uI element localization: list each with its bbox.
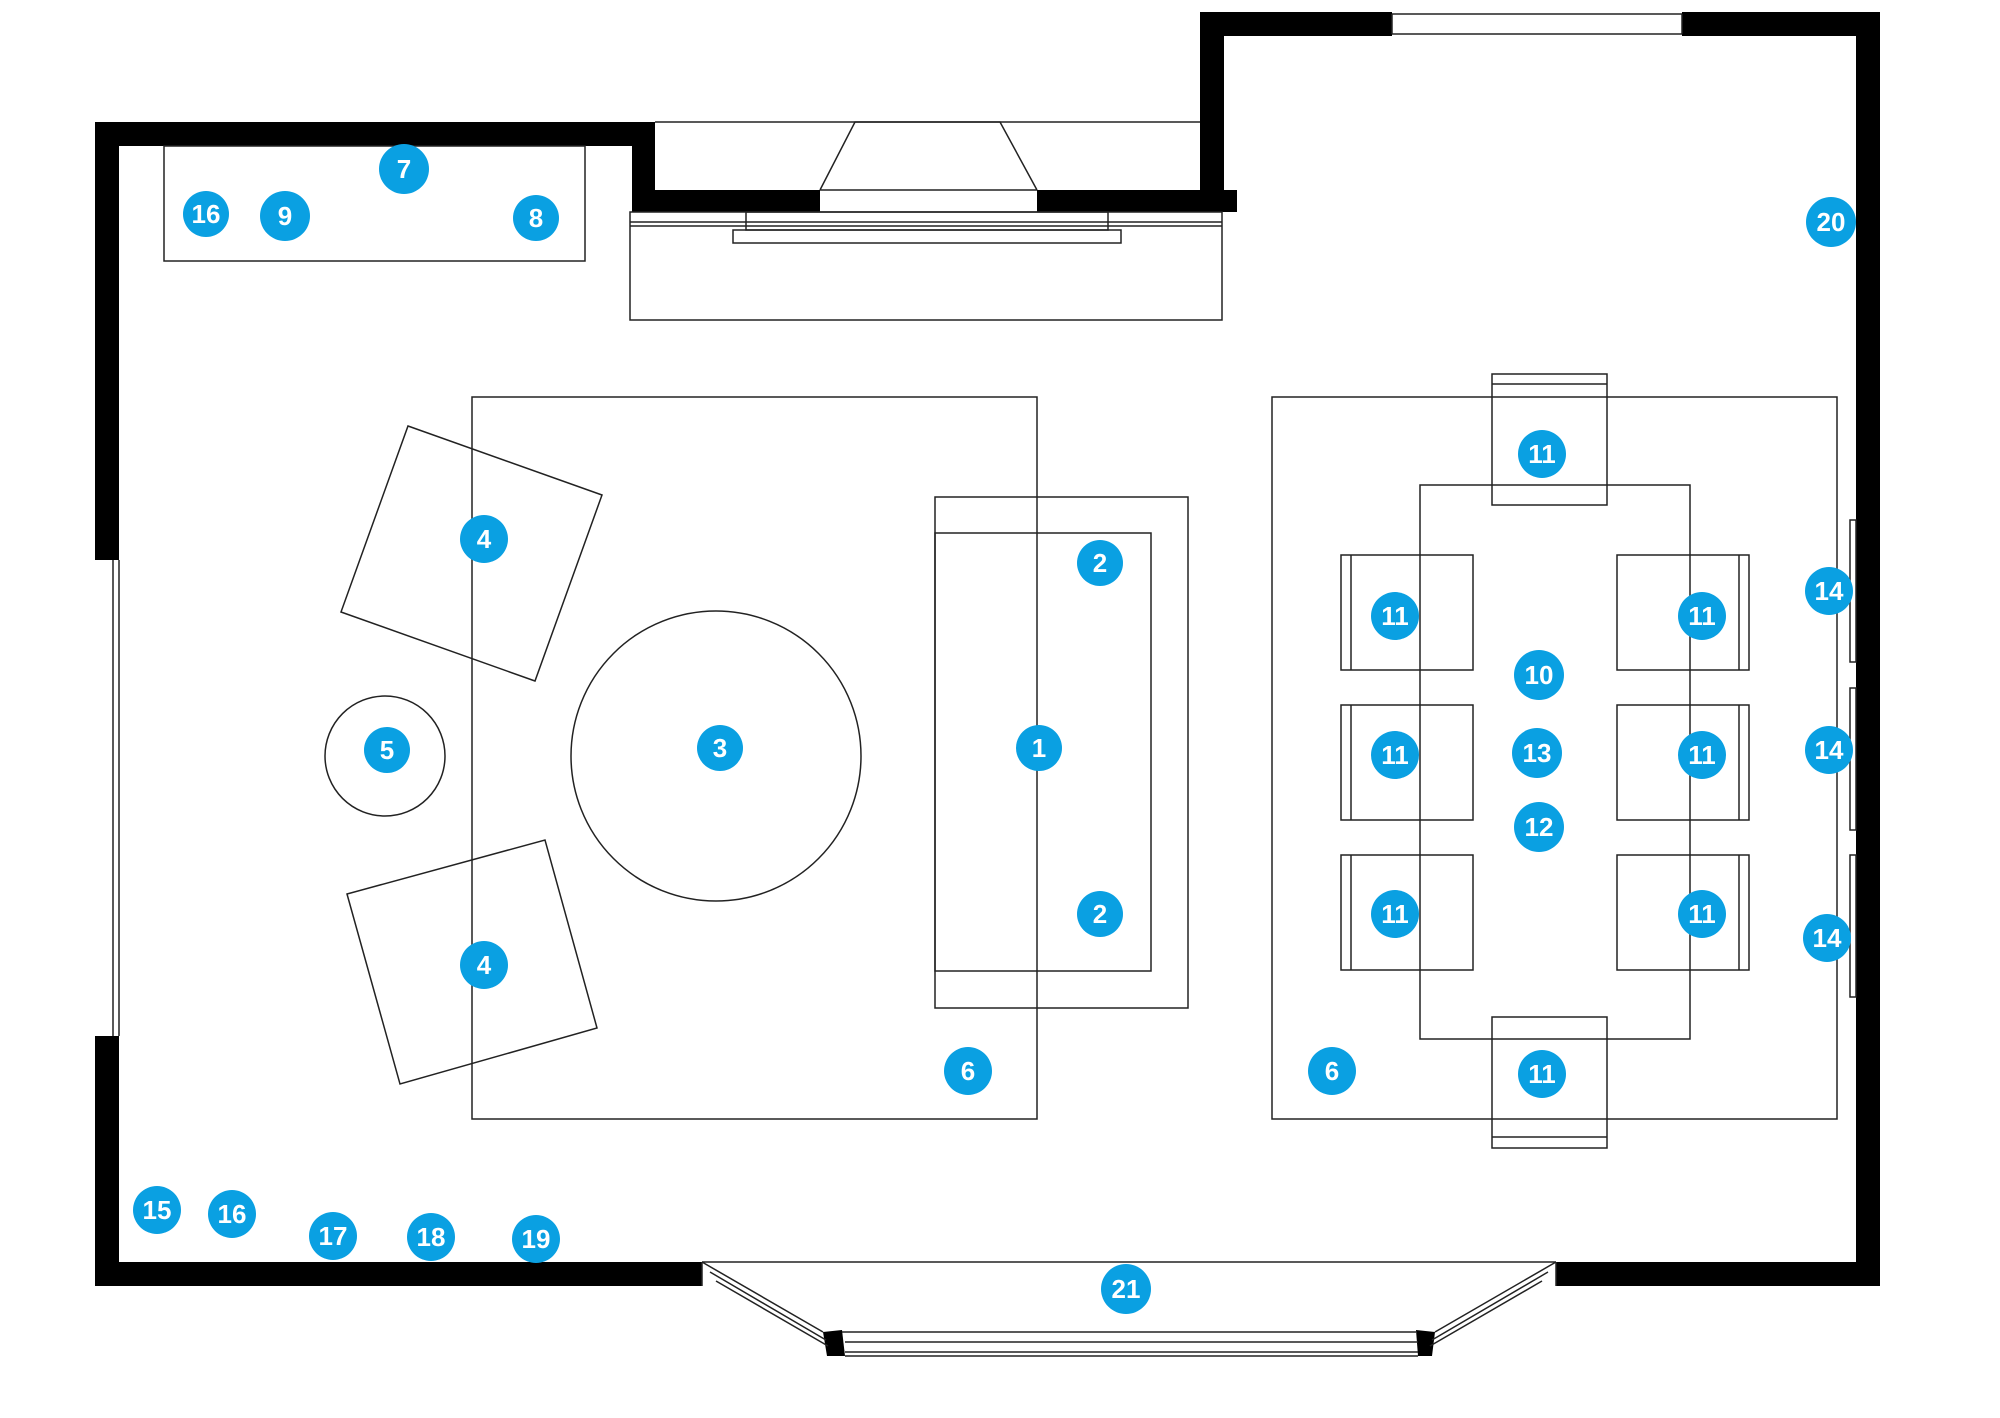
svg-text:17: 17 bbox=[319, 1221, 348, 1251]
marker-11: 11 bbox=[1371, 890, 1419, 938]
marker-1: 1 bbox=[1016, 725, 1062, 771]
svg-text:11: 11 bbox=[1688, 899, 1716, 929]
wall-alcove-bottom-right bbox=[1037, 190, 1237, 212]
svg-text:7: 7 bbox=[397, 154, 411, 184]
svg-text:15: 15 bbox=[143, 1195, 172, 1225]
walls bbox=[95, 12, 1880, 1356]
svg-text:11: 11 bbox=[1528, 439, 1556, 469]
svg-text:21: 21 bbox=[1112, 1274, 1141, 1304]
svg-text:16: 16 bbox=[192, 199, 221, 229]
svg-text:6: 6 bbox=[961, 1056, 975, 1086]
marker-20: 20 bbox=[1806, 197, 1856, 247]
svg-text:11: 11 bbox=[1381, 601, 1409, 631]
wall-left-top bbox=[95, 122, 119, 560]
sideboard bbox=[163, 145, 586, 262]
marker-5: 5 bbox=[364, 727, 410, 773]
svg-text:19: 19 bbox=[522, 1224, 551, 1254]
armchair-bottom bbox=[346, 839, 598, 1085]
svg-text:1: 1 bbox=[1032, 733, 1046, 763]
svg-text:11: 11 bbox=[1381, 740, 1409, 770]
wall-bottom-right bbox=[1556, 1262, 1880, 1286]
svg-text:11: 11 bbox=[1381, 899, 1409, 929]
marker-12: 12 bbox=[1514, 802, 1564, 852]
marker-2: 2 bbox=[1077, 540, 1123, 586]
svg-text:11: 11 bbox=[1688, 601, 1716, 631]
fireplace bbox=[629, 121, 1223, 321]
marker-2: 2 bbox=[1077, 891, 1123, 937]
side-table bbox=[324, 695, 446, 817]
svg-text:5: 5 bbox=[380, 735, 394, 765]
armchair-top bbox=[340, 425, 603, 682]
marker-14: 14 bbox=[1803, 914, 1851, 962]
marker-21: 21 bbox=[1101, 1264, 1151, 1314]
wall-alcove-bottom-left bbox=[632, 190, 820, 212]
svg-text:2: 2 bbox=[1093, 548, 1107, 578]
svg-text:3: 3 bbox=[713, 733, 727, 763]
marker-11: 11 bbox=[1371, 592, 1419, 640]
wall-top-left bbox=[95, 122, 655, 146]
bay-post-left bbox=[823, 1330, 845, 1356]
wall-top-right-b bbox=[1682, 12, 1880, 36]
svg-text:13: 13 bbox=[1523, 738, 1552, 768]
svg-text:12: 12 bbox=[1525, 812, 1554, 842]
marker-11: 11 bbox=[1371, 731, 1419, 779]
coffee-table bbox=[570, 610, 862, 902]
wall-right bbox=[1856, 12, 1880, 1286]
svg-text:20: 20 bbox=[1817, 207, 1846, 237]
marker-7: 7 bbox=[379, 144, 429, 194]
markers: 1 2 2 3 4 4 5 6 6 7 8 9 16 20 11 11 11 1… bbox=[133, 144, 1856, 1314]
svg-text:14: 14 bbox=[1815, 576, 1844, 606]
marker-3: 3 bbox=[697, 725, 743, 771]
wall-step-vertical bbox=[1200, 12, 1224, 212]
marker-11: 11 bbox=[1678, 890, 1726, 938]
windows bbox=[112, 13, 1683, 1357]
svg-text:6: 6 bbox=[1325, 1056, 1339, 1086]
svg-text:2: 2 bbox=[1093, 899, 1107, 929]
marker-6: 6 bbox=[944, 1047, 992, 1095]
marker-11: 11 bbox=[1518, 430, 1566, 478]
marker-18: 18 bbox=[407, 1213, 455, 1261]
marker-11: 11 bbox=[1678, 731, 1726, 779]
svg-text:8: 8 bbox=[529, 203, 543, 233]
marker-8: 8 bbox=[513, 195, 559, 241]
svg-text:10: 10 bbox=[1525, 660, 1554, 690]
marker-13: 13 bbox=[1512, 728, 1562, 778]
marker-14: 14 bbox=[1805, 567, 1853, 615]
marker-17: 17 bbox=[309, 1212, 357, 1260]
marker-16: 16 bbox=[208, 1190, 256, 1238]
marker-4: 4 bbox=[460, 941, 508, 989]
svg-text:4: 4 bbox=[477, 524, 492, 554]
svg-text:14: 14 bbox=[1813, 923, 1842, 953]
sofa-seat bbox=[934, 532, 1152, 972]
marker-15: 15 bbox=[133, 1186, 181, 1234]
wall-alcove-left bbox=[632, 122, 655, 212]
svg-text:4: 4 bbox=[477, 950, 492, 980]
svg-text:16: 16 bbox=[218, 1199, 247, 1229]
wall-bottom-left bbox=[95, 1262, 702, 1286]
wall-left-bottom bbox=[95, 1036, 119, 1286]
svg-text:18: 18 bbox=[417, 1222, 446, 1252]
marker-14: 14 bbox=[1805, 726, 1853, 774]
bay-post-right bbox=[1416, 1330, 1435, 1356]
marker-4: 4 bbox=[460, 515, 508, 563]
wall-top-right-a bbox=[1200, 12, 1392, 36]
marker-6: 6 bbox=[1308, 1047, 1356, 1095]
marker-9: 9 bbox=[260, 191, 310, 241]
marker-10: 10 bbox=[1514, 650, 1564, 700]
marker-11: 11 bbox=[1518, 1050, 1566, 1098]
svg-text:11: 11 bbox=[1688, 740, 1716, 770]
marker-16: 16 bbox=[183, 191, 229, 237]
svg-text:9: 9 bbox=[278, 201, 292, 231]
marker-11: 11 bbox=[1678, 592, 1726, 640]
svg-text:11: 11 bbox=[1528, 1059, 1556, 1089]
svg-text:14: 14 bbox=[1815, 735, 1844, 765]
marker-19: 19 bbox=[512, 1215, 560, 1263]
